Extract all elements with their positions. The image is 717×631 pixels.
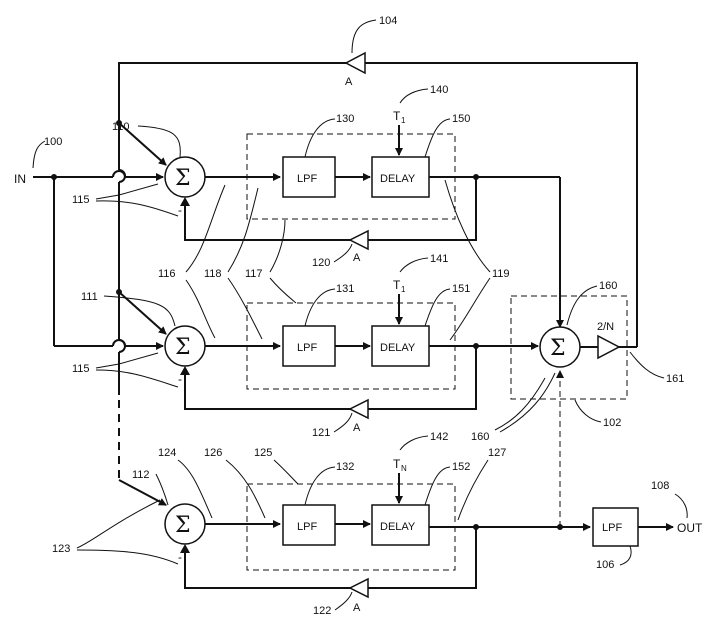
gain-2n xyxy=(597,334,621,360)
lpf-106-label: LPF xyxy=(602,522,622,534)
gain-2n-label: 2/N xyxy=(597,321,614,333)
minus-111: - xyxy=(178,372,182,386)
input-line xyxy=(33,170,164,350)
lpf-132-label: LPF xyxy=(297,521,317,533)
svg-text:118: 118 xyxy=(204,268,222,280)
svg-text:161: 161 xyxy=(666,373,684,385)
svg-text:N: N xyxy=(401,464,407,473)
svg-text:142: 142 xyxy=(430,431,448,443)
svg-text:106: 106 xyxy=(596,559,614,571)
svg-text:115: 115 xyxy=(72,363,90,375)
gain-amplifier-120 xyxy=(348,229,369,251)
gain-amplifier-104 xyxy=(344,51,366,75)
svg-text:111: 111 xyxy=(81,291,98,303)
output-mixer: Σ 2/N xyxy=(510,295,637,527)
feedback-diag-1 xyxy=(118,122,167,166)
svg-text:151: 151 xyxy=(452,283,470,295)
gain-amplifier-122 xyxy=(348,577,369,599)
svg-text:100: 100 xyxy=(44,136,62,148)
feedback-diag-3 xyxy=(118,479,167,506)
gain-amplifier-121 xyxy=(348,398,369,420)
svg-text:1: 1 xyxy=(401,116,406,125)
svg-text:117: 117 xyxy=(245,268,263,280)
delay-151 xyxy=(371,325,430,367)
svg-text:141: 141 xyxy=(430,253,448,265)
svg-text:122: 122 xyxy=(313,605,331,617)
minus-112: - xyxy=(178,550,182,564)
output-label: OUT xyxy=(677,521,703,535)
input-label: IN xyxy=(14,172,26,186)
sigma-112: Σ xyxy=(175,513,191,538)
svg-text:124: 124 xyxy=(158,447,176,459)
channel-n: Σ - LPF DELAY T N A xyxy=(164,457,591,614)
svg-text:115: 115 xyxy=(72,194,90,206)
svg-text:102: 102 xyxy=(603,417,621,429)
svg-text:131: 131 xyxy=(336,283,354,295)
svg-text:132: 132 xyxy=(336,461,354,473)
channel-1: Σ - LPF DELAY T 1 A xyxy=(164,109,564,328)
channel-2: Σ - LPF DELAY T 1 A xyxy=(164,278,539,434)
output-stage: LPF OUT xyxy=(592,507,703,547)
gain-label-104: A xyxy=(345,76,353,88)
feedback-diag-2 xyxy=(118,291,167,335)
svg-text:A: A xyxy=(353,252,361,264)
svg-text:130: 130 xyxy=(336,113,354,125)
lpf-130-label: LPF xyxy=(297,173,317,185)
svg-text:120: 120 xyxy=(312,257,330,269)
sigma-111: Σ xyxy=(175,335,191,360)
svg-text:152: 152 xyxy=(452,461,470,473)
t1-a: T xyxy=(393,109,401,123)
svg-text:160: 160 xyxy=(599,280,617,292)
svg-text:121: 121 xyxy=(312,427,330,439)
delay-151-label: DELAY xyxy=(380,342,416,354)
sigma-160: Σ xyxy=(550,336,566,361)
svg-text:104: 104 xyxy=(379,15,397,27)
delay-150-label: DELAY xyxy=(380,173,416,185)
svg-text:126: 126 xyxy=(204,447,222,459)
svg-text:112: 112 xyxy=(132,469,150,481)
tn: T xyxy=(393,457,401,471)
minus-110: - xyxy=(178,203,182,217)
svg-text:116: 116 xyxy=(158,268,176,280)
delay-150 xyxy=(371,156,430,198)
svg-text:A: A xyxy=(353,602,361,614)
lpf-132 xyxy=(282,504,336,546)
svg-text:125: 125 xyxy=(254,447,272,459)
global-feedback-path: A xyxy=(118,51,638,347)
svg-text:108: 108 xyxy=(651,480,669,492)
t1-b: T xyxy=(393,278,401,292)
lpf-131 xyxy=(282,325,336,367)
delay-152-label: DELAY xyxy=(380,521,416,533)
sigma-110: Σ xyxy=(175,166,191,191)
svg-text:127: 127 xyxy=(488,447,506,459)
svg-text:150: 150 xyxy=(452,113,470,125)
svg-text:110: 110 xyxy=(112,121,130,133)
reference-labels: 100 104 110 111 112 115 115 116 118 117 … xyxy=(32,15,688,617)
lpf-106 xyxy=(592,507,639,547)
svg-text:160: 160 xyxy=(471,431,489,443)
svg-text:1: 1 xyxy=(401,285,406,294)
svg-text:140: 140 xyxy=(430,84,448,96)
svg-text:A: A xyxy=(353,422,361,434)
delay-152 xyxy=(371,504,430,546)
svg-text:119: 119 xyxy=(492,268,510,280)
lpf-131-label: LPF xyxy=(297,342,317,354)
svg-text:123: 123 xyxy=(52,543,70,555)
